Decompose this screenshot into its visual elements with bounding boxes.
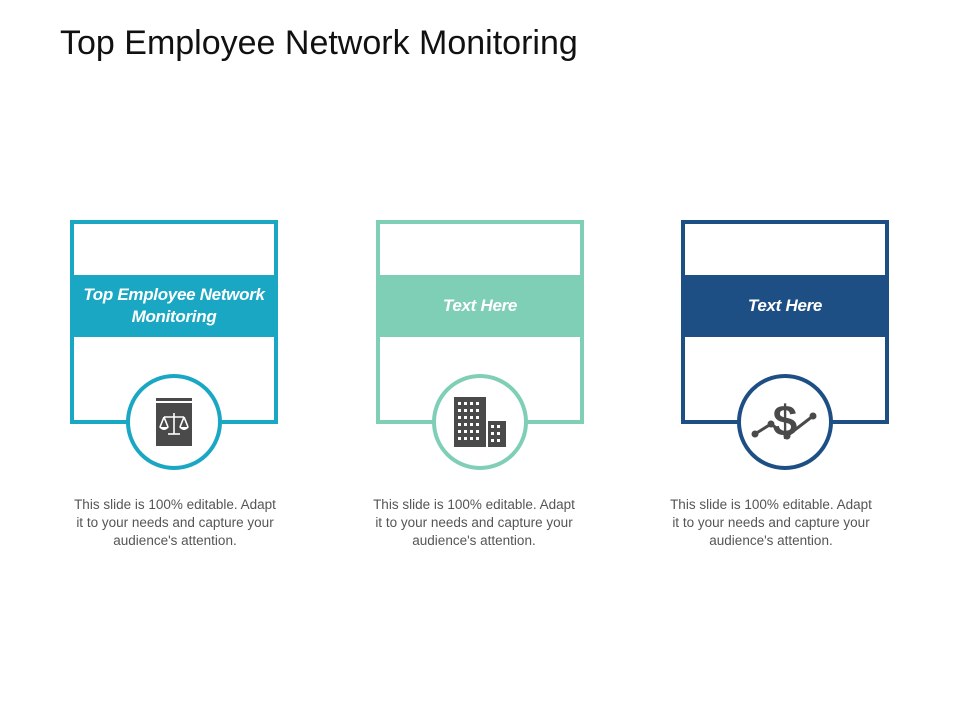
card-3-description: This slide is 100% editable. Adapt it to… bbox=[670, 497, 872, 548]
card-2-description: This slide is 100% editable. Adapt it to… bbox=[373, 497, 575, 548]
card-2-icon-circle bbox=[432, 374, 528, 470]
card-3: Text Here $ bbox=[681, 220, 889, 474]
card-3-label: Text Here bbox=[681, 275, 889, 337]
card-2-label: Text Here bbox=[376, 275, 584, 337]
card-2: Text Here bbox=[376, 220, 584, 474]
card-1: Top Employee Network Monitoring bbox=[70, 220, 278, 474]
card-1-description: This slide is 100% editable. Adapt it to… bbox=[74, 497, 276, 548]
slide-title: Top Employee Network Monitoring bbox=[60, 24, 578, 62]
card-3-icon-circle: $ bbox=[737, 374, 833, 470]
scales-of-justice-book-icon bbox=[156, 398, 192, 446]
card-1-icon-circle bbox=[126, 374, 222, 470]
dollar-trend-chart-icon: $ bbox=[751, 397, 817, 446]
card-1-label: Top Employee Network Monitoring bbox=[70, 275, 278, 337]
office-buildings-icon bbox=[454, 397, 506, 447]
